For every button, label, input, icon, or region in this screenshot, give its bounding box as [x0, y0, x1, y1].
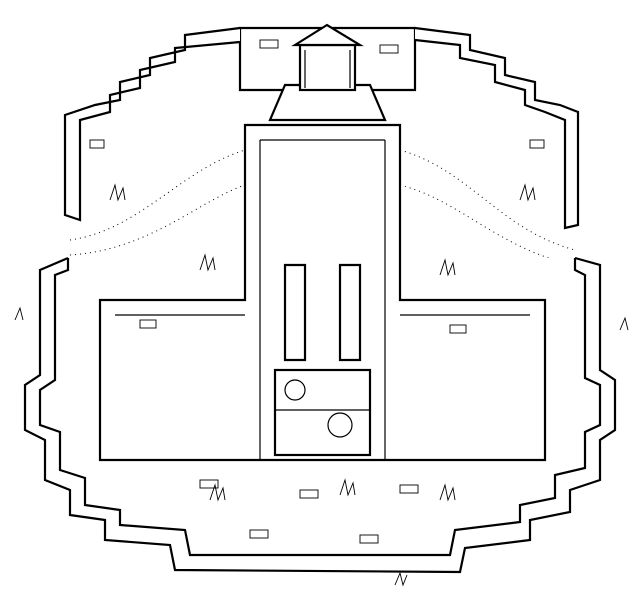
dotted-path: [69, 149, 576, 266]
stone-texture: [89, 39, 545, 544]
shrine: [268, 23, 387, 122]
central-chamber: [98, 123, 547, 462]
grass-tufts: [14, 183, 629, 587]
